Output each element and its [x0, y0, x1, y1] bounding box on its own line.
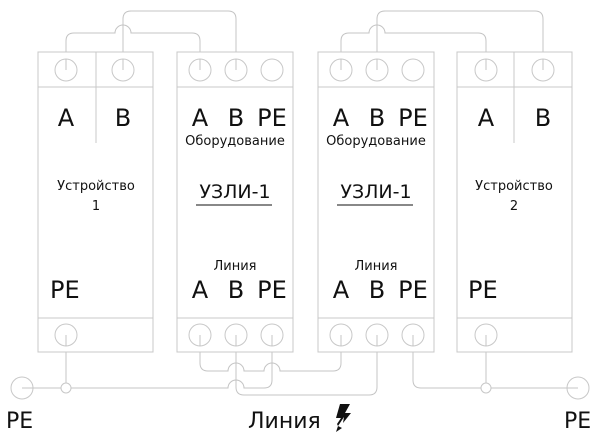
device-1: A B Устройство 1 PE — [37, 51, 154, 353]
label-uzli-left-line-pe: PE — [257, 276, 287, 304]
terminal-uzli-left-eq-pe[interactable] — [260, 58, 284, 82]
label-uzli-right-eq-a: A — [333, 104, 350, 132]
junction-right — [480, 382, 492, 394]
label-d2-b: B — [535, 104, 551, 132]
label-uzli-left-eq-a: A — [192, 104, 209, 132]
wire-uzli-right-pe — [412, 335, 578, 389]
wire-d1b-to-uzli-left-b — [122, 10, 237, 70]
uzli-left-title: УЗЛИ-1 — [199, 181, 270, 203]
uzli-right-title: УЗЛИ-1 — [340, 181, 411, 203]
uzli-left: A B PE Оборудование УЗЛИ-1 Линия A B PE — [176, 51, 294, 353]
label-uzli-right-line-pe: PE — [398, 276, 428, 304]
device-2: A B Устройство 2 PE — [456, 51, 573, 353]
label-uzli-right-eq-pe: PE — [398, 104, 428, 132]
label-d2-a: A — [478, 104, 495, 132]
label-uzli-left-equipment: Оборудование — [185, 134, 285, 149]
label-uzli-left-eq-pe: PE — [257, 104, 287, 132]
label-uzli-left-line-a: A — [192, 276, 209, 304]
label-uzli-right-line-b: B — [369, 276, 385, 304]
label-uzli-left-eq-b: B — [228, 104, 244, 132]
label-d1-pe: PE — [50, 276, 80, 304]
label-uzli-left-line: Линия — [214, 259, 257, 274]
lightning-icon — [336, 404, 351, 432]
label-uzli-left-line-b: B — [228, 276, 244, 304]
label-d1-b: B — [115, 104, 131, 132]
label-uzli-right-line-a: A — [333, 276, 350, 304]
ground-label-left: PE — [6, 409, 33, 434]
device-1-title: Устройство — [57, 179, 135, 194]
label-d1-a: A — [58, 104, 75, 132]
label-uzli-right-line: Линия — [355, 259, 398, 274]
terminal-uzli-right-eq-pe[interactable] — [401, 58, 425, 82]
device-2-number: 2 — [510, 199, 518, 214]
line-label: Линия — [248, 409, 321, 434]
device-1-number: 1 — [92, 199, 100, 214]
ground-terminal-right — [566, 376, 590, 400]
label-uzli-right-equipment: Оборудование — [326, 134, 426, 149]
wire-line-b — [235, 335, 378, 396]
wire-line-a — [199, 335, 342, 372]
device-2-title: Устройство — [475, 179, 553, 194]
junction-left — [60, 382, 72, 394]
label-d2-pe: PE — [468, 276, 498, 304]
ground-label-right: PE — [564, 409, 591, 434]
label-uzli-right-eq-b: B — [369, 104, 385, 132]
ground-terminal-left — [10, 376, 34, 400]
wire-uzli-left-pe — [22, 335, 273, 389]
uzli-right: A B PE Оборудование УЗЛИ-1 Линия A B PE — [317, 51, 435, 353]
wire-uzli-right-b-to-d2b — [376, 10, 544, 70]
